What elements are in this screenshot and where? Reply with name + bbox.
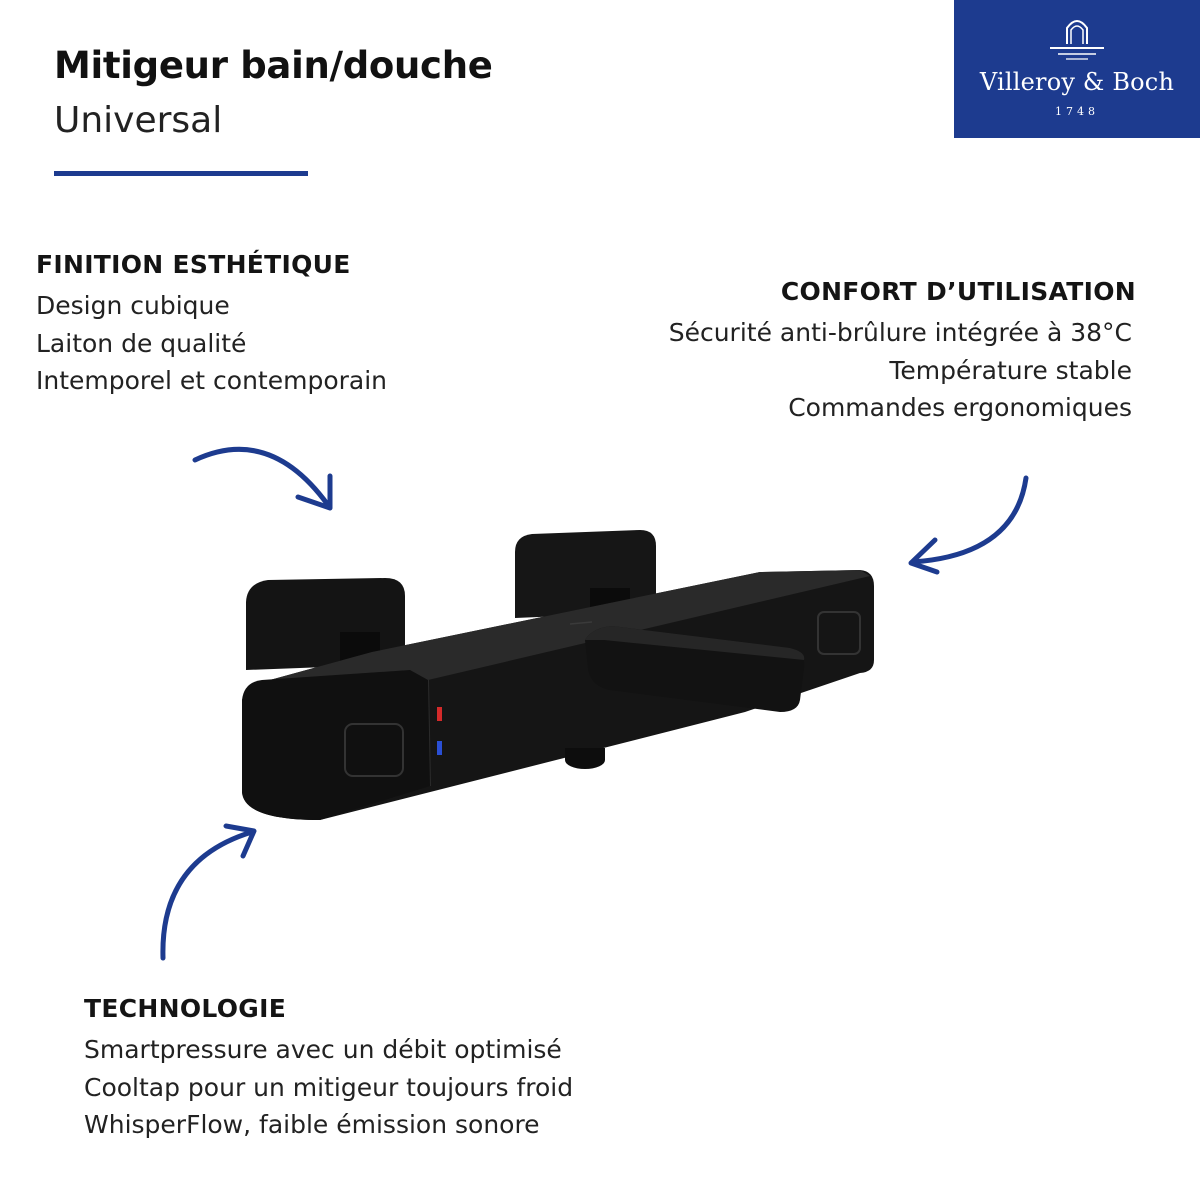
cold-indicator: [437, 741, 442, 755]
fountain-logo-icon: [1050, 20, 1104, 60]
logo-brand-name: Villeroy & Boch: [979, 68, 1175, 96]
feature-line: Sécurité anti-brûlure intégrée à 38°C: [668, 318, 1132, 347]
arrow-curved-icon: [160, 823, 257, 961]
feature-confort: CONFORT D’UTILISATION Sécurité anti-brûl…: [668, 277, 1136, 427]
page-title: Mitigeur bain/douche: [54, 44, 493, 87]
feature-line: WhisperFlow, faible émission sonore: [84, 1110, 540, 1139]
faucet-mixer: [242, 530, 874, 820]
feature-technologie: TECHNOLOGIE Smartpressure avec un débit …: [84, 994, 573, 1144]
feature-line: Laiton de qualité: [36, 328, 247, 358]
hot-indicator: [437, 707, 442, 721]
feature-line: Intemporel et contemporain: [36, 366, 388, 395]
feature-line: Smartpressure avec un débit optimisé: [84, 1035, 562, 1064]
feature-heading: FINITION ESTHÉTIQUE: [36, 250, 351, 279]
feature-line: Cooltap pour un mitigeur toujours froid: [84, 1072, 574, 1102]
arrow-curved-icon: [192, 446, 333, 511]
page-subtitle: Universal: [54, 100, 223, 141]
feature-line: Commandes ergonomiques: [788, 393, 1132, 422]
feature-heading: CONFORT D’UTILISATION: [780, 277, 1136, 306]
logo-year: 1748: [1055, 105, 1099, 118]
feature-heading: TECHNOLOGIE: [84, 994, 287, 1023]
feature-finition: FINITION ESTHÉTIQUE Design cubique Laito…: [36, 250, 387, 400]
arrow-curved-icon: [908, 475, 1029, 575]
feature-line: Température stable: [889, 355, 1132, 385]
brand-logo: Villeroy & Boch 1748: [954, 0, 1200, 138]
title-underline: [54, 171, 308, 176]
feature-line: Design cubique: [36, 291, 230, 320]
